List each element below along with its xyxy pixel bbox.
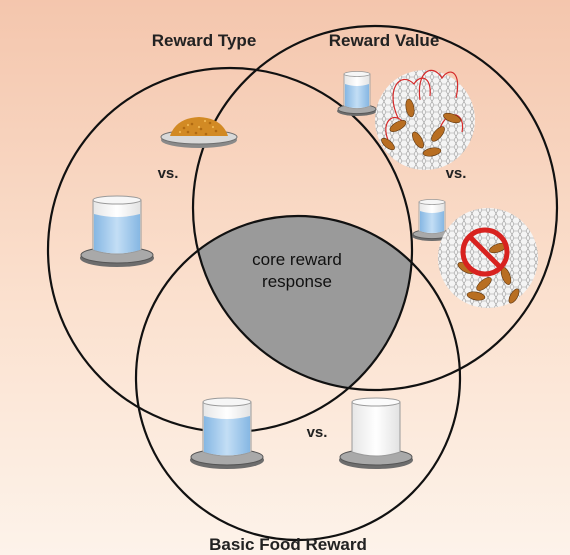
core-label-line1: core reward — [252, 250, 342, 269]
water-cup-icon — [190, 397, 264, 469]
empty-cup-icon — [339, 397, 413, 469]
reward-type-vs: vs. — [158, 165, 179, 182]
basic-food-reward-title: Basic Food Reward — [209, 535, 367, 554]
water-cup-icon — [80, 195, 154, 267]
bee-colony-icon — [375, 69, 475, 170]
reward-type-title: Reward Type — [152, 31, 257, 50]
water-cup-icon — [337, 71, 377, 116]
reward-value-vs: vs. — [446, 165, 467, 182]
pollen-dish-icon — [160, 117, 238, 148]
reward-value-title: Reward Value — [329, 31, 440, 50]
core-label-line2: response — [262, 272, 332, 291]
basic-food-vs: vs. — [307, 424, 328, 441]
prohibited-colony-icon — [438, 208, 538, 308]
reward-value-circle — [191, 24, 559, 392]
basic-food-circle — [134, 214, 462, 542]
